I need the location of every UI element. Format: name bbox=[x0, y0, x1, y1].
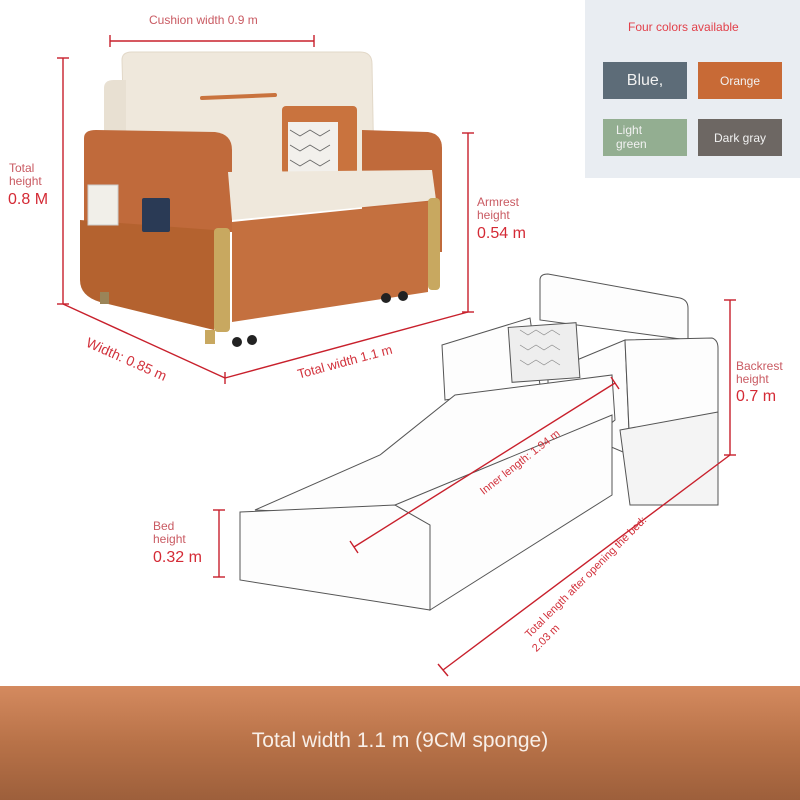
armrest-height-value: 0.54 m bbox=[477, 225, 526, 242]
color-swatch-label: Blue, bbox=[626, 71, 664, 89]
color-options-title: Four colors available bbox=[628, 20, 739, 34]
sofa-chair-illustration bbox=[80, 51, 442, 347]
banner-text: Total width 1.1 m (9CM sponge) bbox=[251, 729, 549, 752]
total-height-value: 0.8 M bbox=[8, 191, 49, 208]
sofa-bed-sketch bbox=[239, 273, 719, 611]
cushion-width-label: Cushion width 0.9 m bbox=[149, 13, 258, 27]
color-swatch-light-green[interactable]: Light green bbox=[603, 119, 687, 156]
color-swatch-label: Orange bbox=[719, 73, 761, 88]
backrest-height-value: 0.7 m bbox=[736, 388, 777, 405]
color-swatch-orange[interactable]: Orange bbox=[698, 62, 782, 99]
total-height-label: Total height bbox=[9, 161, 42, 189]
color-options-panel: Four colors available Blue, Orange Light… bbox=[585, 0, 800, 178]
backrest-height-label: Backrest height bbox=[736, 359, 783, 387]
bed-height-value: 0.32 m bbox=[153, 549, 202, 566]
color-swatch-blue[interactable]: Blue, bbox=[603, 62, 687, 99]
bed-height-label: Bed height bbox=[153, 519, 186, 547]
armrest-height-label: Armrest height bbox=[477, 195, 519, 223]
dimension-lines bbox=[57, 35, 736, 677]
color-swatch-dark-gray[interactable]: Dark gray bbox=[698, 119, 782, 156]
color-swatch-label: Dark gray bbox=[713, 130, 766, 145]
bottom-banner: Total width 1.1 m (9CM sponge) bbox=[0, 686, 800, 800]
color-swatch-label: Light green bbox=[616, 122, 647, 151]
